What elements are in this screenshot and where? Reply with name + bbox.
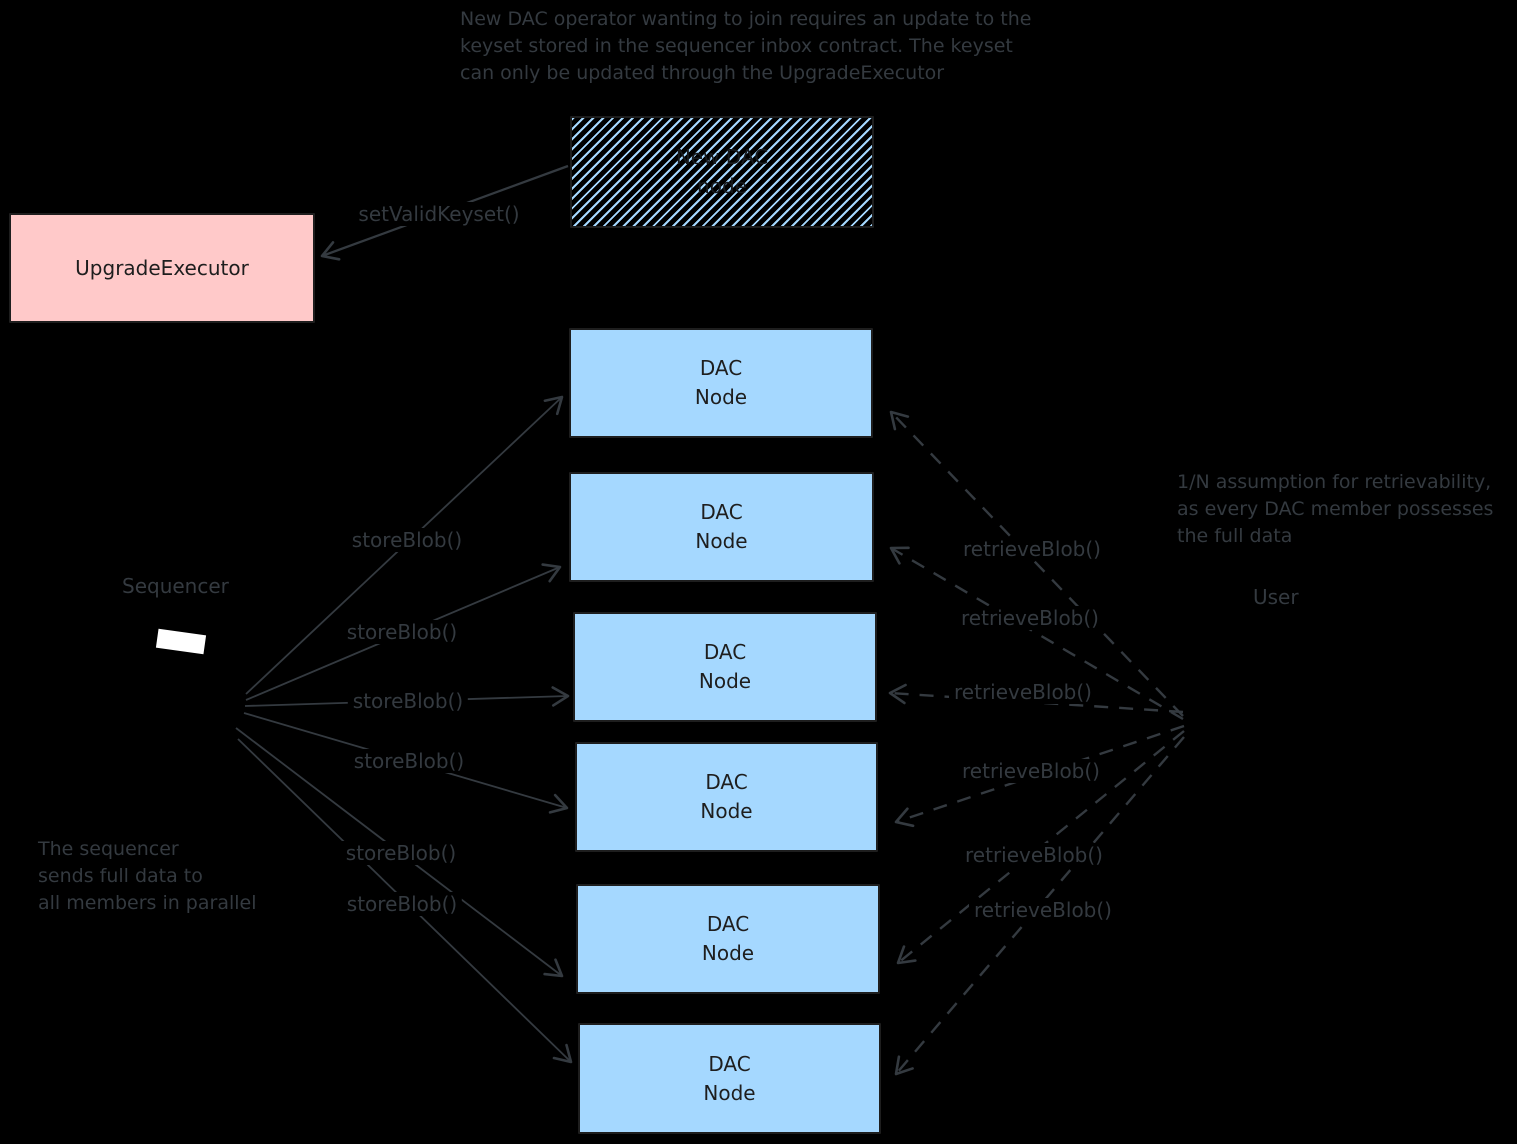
user-label: User [1253,585,1299,609]
retrieve-blob-arrow [889,546,1184,721]
retrieve-blob-arrow [889,410,1184,717]
new-dac-node-label: New DAC node [675,145,769,198]
store-blob-label: storeBlob() [341,892,463,916]
upgrade-executor-label: UpgradeExecutor [75,255,249,280]
note-parallel-send: The sequencer sends full data to all mem… [38,838,257,914]
dac-node-box: DAC Node [576,884,880,994]
dac-node-box: DAC Node [569,472,874,582]
retrieve-blob-label: retrieveBlob() [956,606,1104,630]
retrieve-blob-label: retrieveBlob() [949,680,1097,704]
upgrade-executor-box: UpgradeExecutor [9,213,315,323]
store-blob-label: storeBlob() [340,841,462,865]
retrieve-blob-label: retrieveBlob() [960,843,1108,867]
dac-node-label: DAC Node [698,640,752,693]
dac-node-box: DAC Node [573,612,877,722]
retrieve-blob-label: retrieveBlob() [957,759,1105,783]
dac-node-box: DAC Node [569,328,873,438]
set-valid-keyset-label: setValidKeyset() [353,202,525,226]
dac-node-box: DAC Node [578,1023,881,1134]
store-blob-label: storeBlob() [348,749,470,773]
retrieve-blob-label: retrieveBlob() [969,898,1117,922]
dac-node-box: DAC Node [575,742,878,852]
retrieve-blob-label: retrieveBlob() [958,537,1106,561]
note-retrievability: 1/N assumption for retrievability, as ev… [1177,471,1494,547]
dac-node-label: DAC Node [700,770,753,823]
new-dac-node-box: New DAC node [570,116,874,228]
store-blob-label: storeBlob() [341,620,463,644]
note-keyset-update: New DAC operator wanting to join require… [460,8,1032,84]
dac-node-label: DAC Node [703,1051,756,1105]
store-blob-label: storeBlob() [346,528,468,552]
store-blob-label: storeBlob() [347,689,469,713]
dac-node-label: DAC Node [695,500,748,553]
dac-node-label: DAC Node [701,912,755,965]
dac-node-label: DAC Node [694,356,748,409]
sequencer-label: Sequencer [122,574,229,598]
